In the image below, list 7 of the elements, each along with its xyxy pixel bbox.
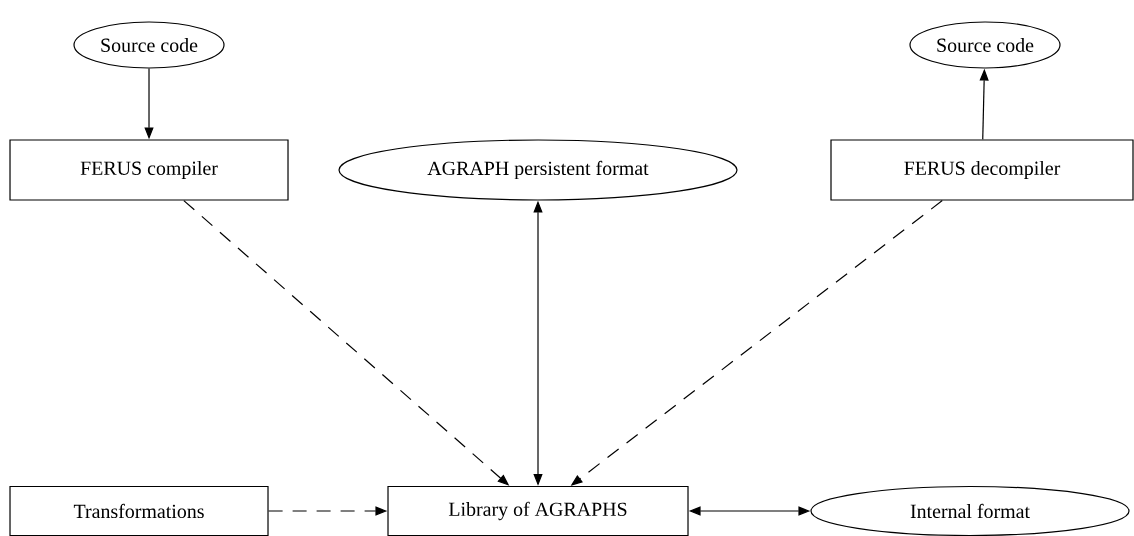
ellipse-node: Source code xyxy=(909,21,1061,69)
process-box: Transformations xyxy=(9,485,269,536)
process-box: FERUS compiler xyxy=(9,139,289,201)
process-box: FERUS decompiler xyxy=(830,139,1134,201)
ellipse-node: Source code xyxy=(73,21,225,69)
ellipse-node: AGRAPH persistent format xyxy=(338,139,738,201)
process-box: Library of AGRAPHS xyxy=(387,485,689,536)
